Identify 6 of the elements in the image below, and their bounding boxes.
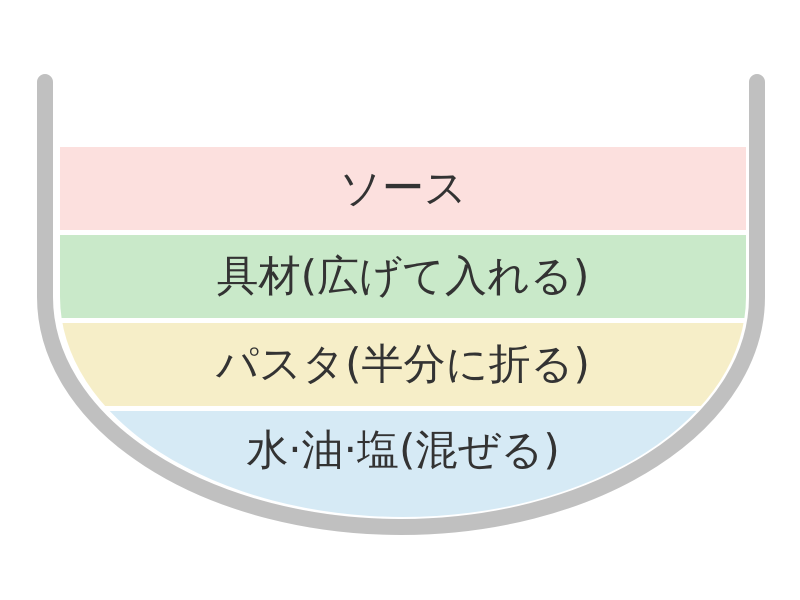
layer-label: ソース: [339, 163, 467, 214]
layer-band: [60, 235, 746, 318]
layer-band: [60, 147, 746, 230]
layer-label: 水·油·塩(混ぜる): [246, 425, 560, 476]
layer-label: 具材(広げて入れる): [216, 251, 590, 302]
layer-label: パスタ(半分に折る): [216, 339, 590, 390]
